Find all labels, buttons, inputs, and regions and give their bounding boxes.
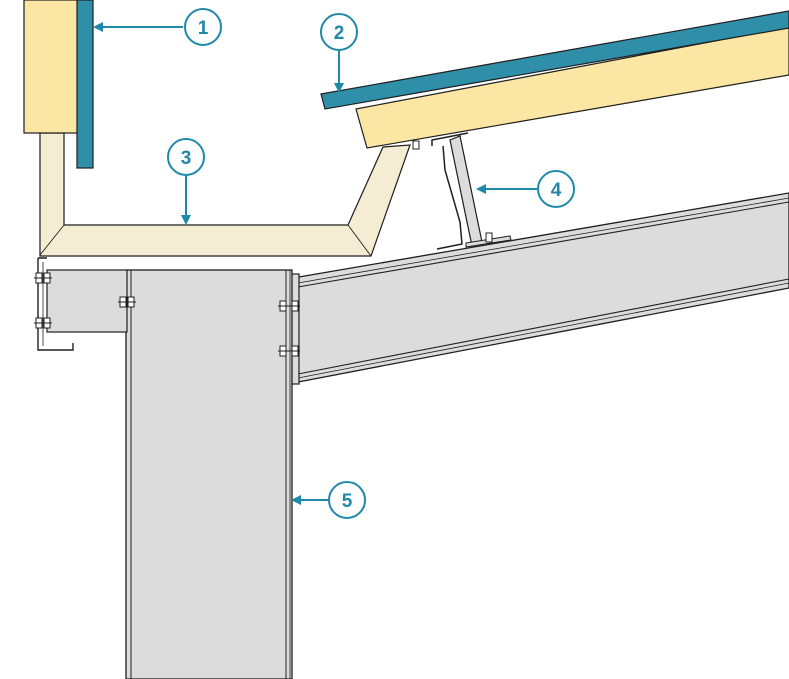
column-body: [125, 269, 293, 679]
bolt: [34, 317, 52, 329]
steel-column: [125, 269, 293, 679]
callout-4-number: 4: [551, 180, 562, 201]
roof-insulation: [355, 26, 789, 149]
callout-2-number: 2: [334, 23, 345, 44]
rafter-top-flange-line: [297, 201, 789, 288]
callout-1-number: 1: [198, 18, 209, 39]
callout-4: 4: [476, 170, 575, 208]
roof-rafter: [290, 192, 789, 385]
bolt: [34, 272, 52, 284]
eaves-purlin-channel: [37, 257, 74, 351]
rafter-top-flange-line-inner: [297, 197, 789, 284]
support-top-bolt: [412, 140, 420, 150]
rafter-bottom-flange-line: [297, 278, 789, 375]
callout-5-circle: [328, 481, 366, 519]
gutter-profile: [39, 132, 411, 257]
support-cleat-bolt: [485, 232, 493, 243]
rafter-bottom-flange-line-inner: [297, 282, 789, 379]
wall-cladding-sheet: [76, 0, 94, 169]
callout-1: 1: [93, 8, 222, 46]
callout-5-number: 5: [342, 491, 353, 512]
valley-gutter: [39, 132, 411, 257]
support-strap: [449, 135, 483, 247]
callout-3-circle: [167, 138, 205, 176]
bolt: [278, 345, 300, 357]
callout-1-circle: [184, 8, 222, 46]
callouts: 1 2 3 4 5: [93, 8, 575, 519]
wall-insulation: [23, 0, 81, 134]
gutter-inner-line: [347, 224, 372, 257]
callout-3-number: 3: [181, 148, 192, 169]
left-bracket-plate: [46, 269, 128, 333]
callout-3: 3: [167, 138, 205, 225]
callout-4-circle: [537, 170, 575, 208]
wall-panel: [23, 0, 94, 169]
gutter-support-bracket: [412, 132, 512, 250]
callout-2-circle: [320, 13, 358, 51]
support-zed-section: [431, 132, 469, 250]
roof-cladding-sheet: [320, 10, 789, 110]
gutter-inner-line: [39, 224, 65, 256]
left-bracket: [37, 257, 128, 351]
callout-2: 2: [320, 13, 358, 93]
callout-5: 5: [291, 481, 366, 519]
bolts: [34, 272, 300, 357]
roof-panel: [320, 10, 789, 149]
bolt: [278, 300, 300, 312]
bolt: [118, 296, 136, 308]
